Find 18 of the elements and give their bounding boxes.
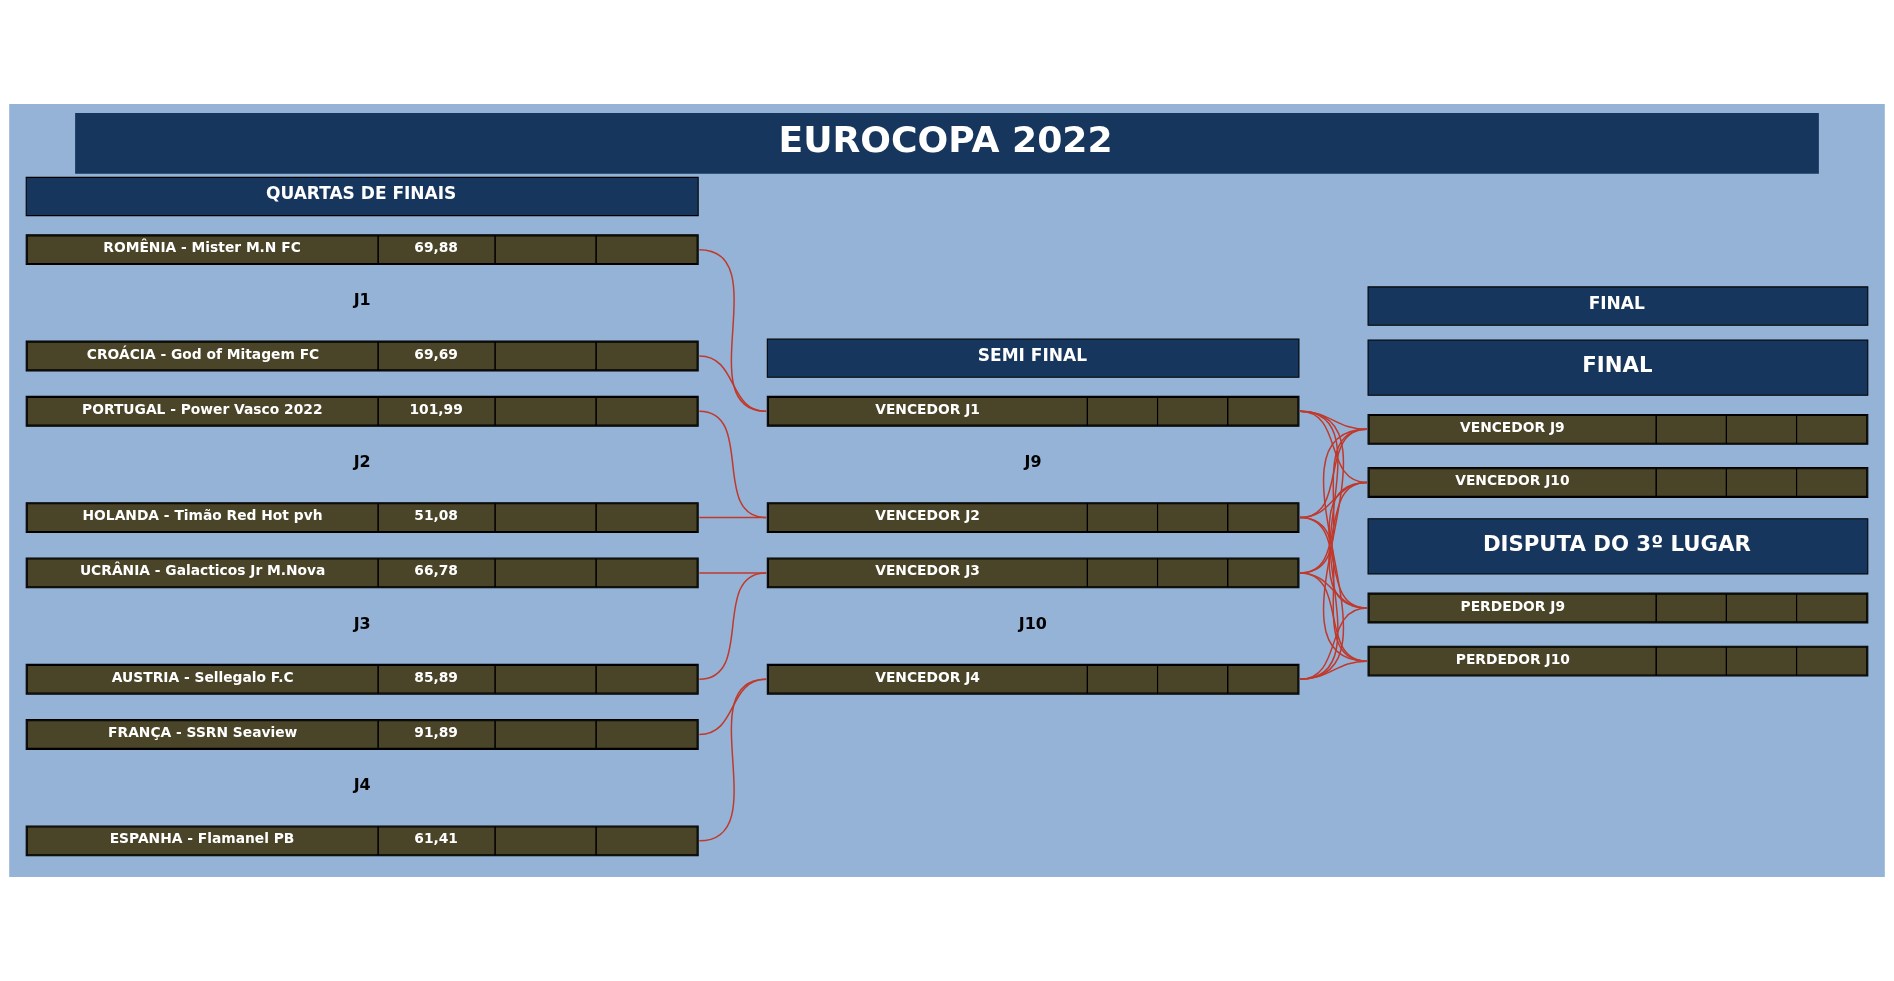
connector — [1299, 607, 1368, 680]
connector — [698, 355, 767, 413]
connector — [698, 678, 767, 842]
label: J4 — [353, 775, 371, 795]
label: J10 — [1018, 613, 1047, 633]
diagram-title: EUROCOPA 2022 — [778, 117, 1113, 161]
connector — [698, 248, 767, 413]
connector — [1299, 660, 1368, 680]
label: J3 — [353, 613, 371, 633]
connector — [698, 572, 767, 680]
label: J9 — [1024, 452, 1042, 472]
connector — [698, 516, 767, 519]
label: J2 — [353, 452, 371, 472]
label: J1 — [353, 290, 371, 310]
connector — [1299, 481, 1368, 680]
connector — [698, 410, 767, 519]
connector — [1299, 572, 1368, 662]
connector — [1299, 516, 1368, 662]
